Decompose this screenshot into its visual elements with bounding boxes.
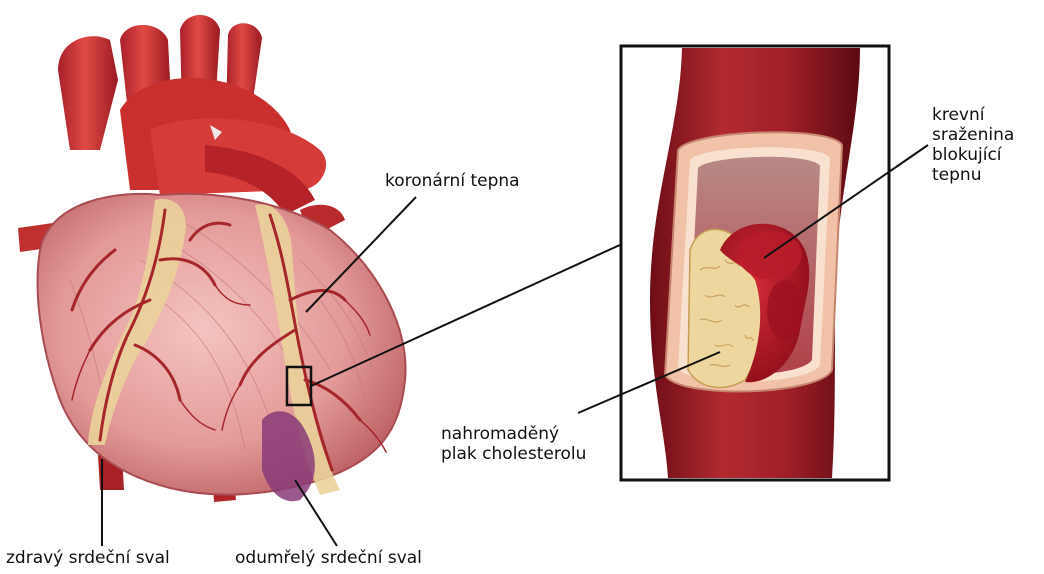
label-dead-muscle: odumřelý srdeční sval	[235, 548, 422, 568]
zoomed-artery-panel	[621, 46, 889, 480]
heart-illustration	[18, 15, 406, 502]
label-coronary-artery: koronární tepna	[385, 171, 520, 191]
label-blood-clot: krevní sraženina blokující tepnu	[932, 105, 1014, 185]
label-plaque: nahromaděný plak cholesterolu	[441, 424, 586, 464]
label-healthy-muscle: zdravý srdeční sval	[6, 548, 170, 568]
